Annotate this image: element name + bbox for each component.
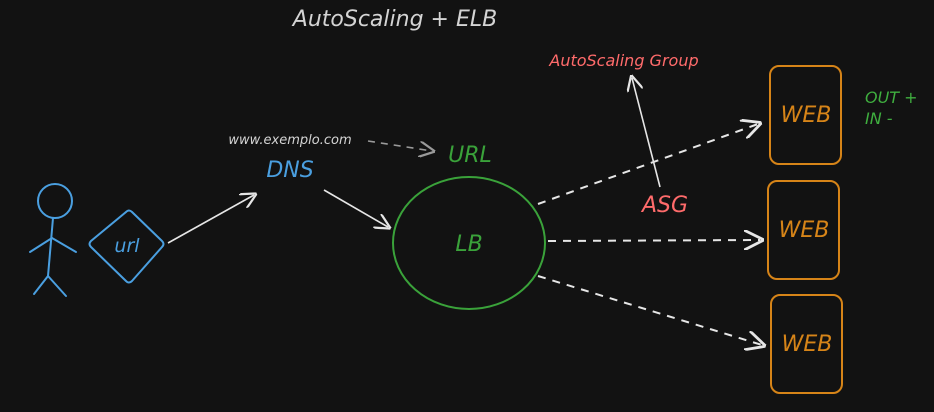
load-balancer-node: LB <box>392 176 546 310</box>
diagram-title: AutoScaling + ELB <box>291 7 497 32</box>
arrow-lb-to-web-1 <box>537 124 758 205</box>
arrow-dns-to-lb <box>323 189 388 227</box>
web-server-1: WEB <box>769 65 842 165</box>
arrow-lb-to-web-2 <box>547 240 760 241</box>
web-server-label: WEB <box>779 218 830 243</box>
url-diamond: url <box>88 209 165 284</box>
domain-label: www.exemplo.com <box>228 133 351 148</box>
arrow-lb-to-web-3 <box>537 275 762 345</box>
web-server-3: WEB <box>770 294 843 394</box>
web-server-2: WEB <box>767 180 840 280</box>
stick-figure-icon <box>29 183 77 297</box>
dns-label: DNS <box>266 158 313 183</box>
load-balancer-label: LB <box>455 232 482 257</box>
url-label: URL <box>448 143 492 168</box>
asg-label: ASG <box>640 193 688 218</box>
autoscaling-group-label: AutoScaling Group <box>548 51 698 70</box>
arrow-asg-to-group <box>632 78 661 188</box>
url-diamond-label: url <box>114 235 140 257</box>
scale-out-label: OUT + <box>865 88 918 107</box>
web-server-label: WEB <box>781 103 832 128</box>
arrow-url-to-dns <box>167 195 254 244</box>
arrow-domain-to-url <box>367 140 432 151</box>
scale-in-label: IN - <box>865 109 893 128</box>
web-server-label: WEB <box>782 332 833 357</box>
